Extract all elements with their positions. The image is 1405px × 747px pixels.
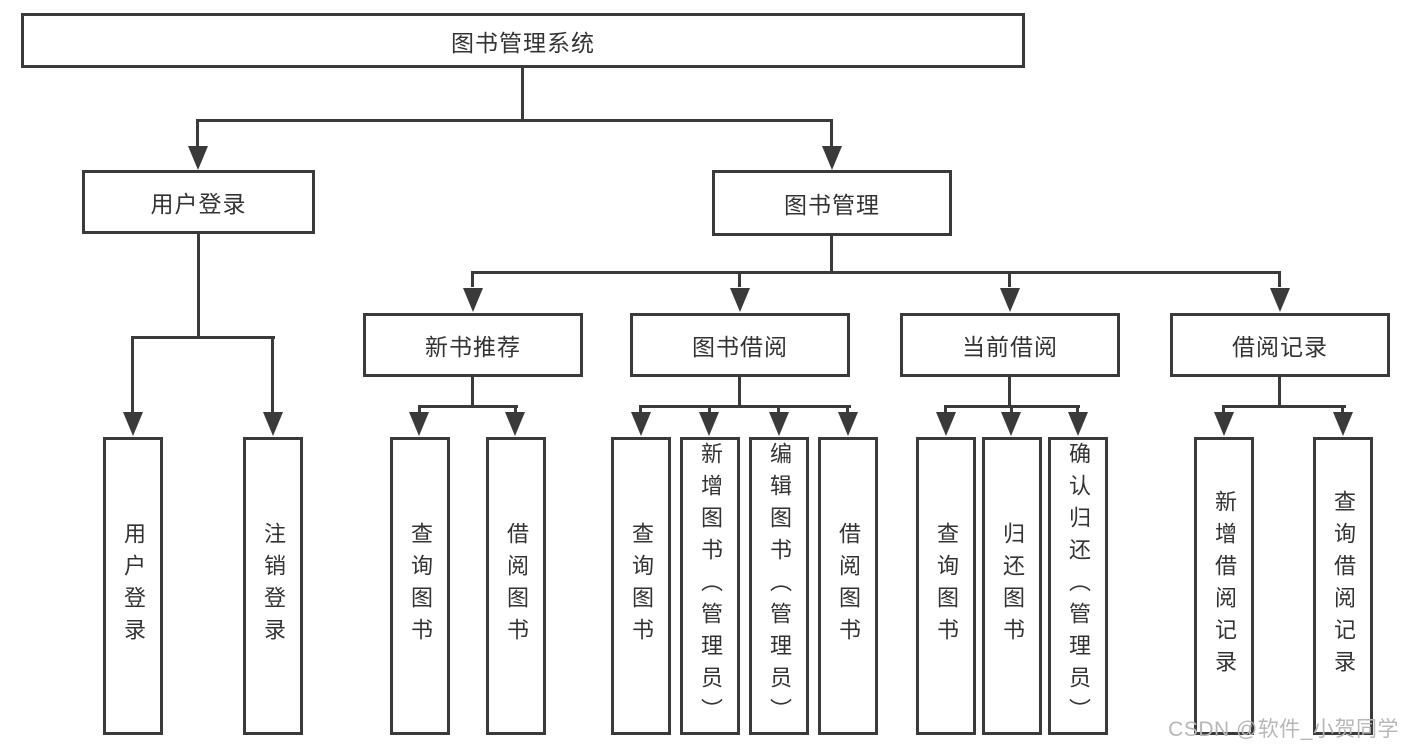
arrow-down-icon	[1333, 412, 1353, 436]
node-add-borrow-record: 新增借阅记录	[1194, 437, 1254, 735]
connector	[471, 271, 1281, 274]
node-book-management: 图书管理	[712, 170, 952, 236]
arrow-down-icon	[505, 412, 525, 436]
connector	[196, 119, 833, 122]
connector	[514, 407, 517, 413]
arrow-down-icon	[409, 412, 429, 436]
connector	[1341, 407, 1344, 413]
arrow-down-icon	[1068, 412, 1088, 436]
arrow-down-icon	[631, 412, 651, 436]
connector	[1010, 407, 1013, 413]
arrow-down-icon	[769, 412, 789, 436]
connector	[1222, 405, 1346, 408]
connector	[1278, 273, 1281, 287]
connector	[830, 236, 833, 273]
connector	[777, 407, 780, 413]
arrow-down-icon	[1270, 288, 1290, 312]
node-confirm-return-admin: 确认归还（管理员）	[1048, 437, 1108, 735]
node-borrow-books-recommend: 借阅图书	[486, 437, 546, 735]
node-return-book: 归还图书	[982, 437, 1042, 735]
connector	[944, 407, 947, 413]
connector	[944, 405, 1080, 408]
node-query-books-recommend: 查询图书	[390, 437, 450, 735]
node-book-borrow: 图书借阅	[630, 313, 850, 377]
node-new-book-recommend: 新书推荐	[363, 313, 583, 377]
connector	[131, 336, 275, 339]
node-borrow-records: 借阅记录	[1170, 313, 1390, 377]
connector	[639, 405, 851, 408]
node-query-books-borrow: 查询图书	[611, 437, 671, 735]
node-current-borrow: 当前借阅	[900, 313, 1120, 377]
node-borrow-books: 借阅图书	[818, 437, 878, 735]
node-query-borrow-record: 查询借阅记录	[1313, 437, 1373, 735]
connector	[521, 68, 524, 122]
connector	[471, 273, 474, 287]
connector	[830, 121, 833, 148]
node-logout: 注销登录	[243, 437, 303, 735]
connector	[418, 407, 421, 413]
arrow-down-icon	[263, 412, 283, 436]
connector	[639, 407, 642, 413]
arrow-down-icon	[1000, 288, 1020, 312]
arrow-down-icon	[822, 146, 842, 170]
node-user-login: 用户登录	[82, 170, 315, 234]
arrow-down-icon	[1214, 412, 1234, 436]
connector	[1008, 377, 1011, 407]
connector	[197, 234, 200, 338]
connector	[1076, 407, 1079, 413]
arrow-down-icon	[936, 412, 956, 436]
arrow-down-icon	[699, 412, 719, 436]
node-system-root: 图书管理系统	[21, 13, 1025, 68]
csdn-watermark: CSDN @软件_小贺同学	[1168, 718, 1399, 741]
connector	[1008, 273, 1011, 287]
arrow-down-icon	[730, 288, 750, 312]
connector	[471, 377, 474, 407]
node-query-books-current: 查询图书	[916, 437, 976, 735]
connector	[708, 407, 711, 413]
node-edit-book-admin: 编辑图书（管理员）	[749, 437, 809, 735]
arrow-down-icon	[123, 412, 143, 436]
connector	[738, 273, 741, 287]
connector	[131, 338, 134, 414]
arrow-down-icon	[1001, 412, 1021, 436]
connector	[846, 407, 849, 413]
connector	[418, 405, 518, 408]
connector	[1278, 377, 1281, 407]
connector	[738, 377, 741, 407]
arrow-down-icon	[838, 412, 858, 436]
node-add-book-admin: 新增图书（管理员）	[680, 437, 740, 735]
arrow-down-icon	[463, 288, 483, 312]
connector	[196, 121, 199, 148]
node-login: 用户登录	[103, 437, 163, 735]
connector	[271, 338, 274, 414]
arrow-down-icon	[188, 146, 208, 170]
connector	[1222, 407, 1225, 413]
